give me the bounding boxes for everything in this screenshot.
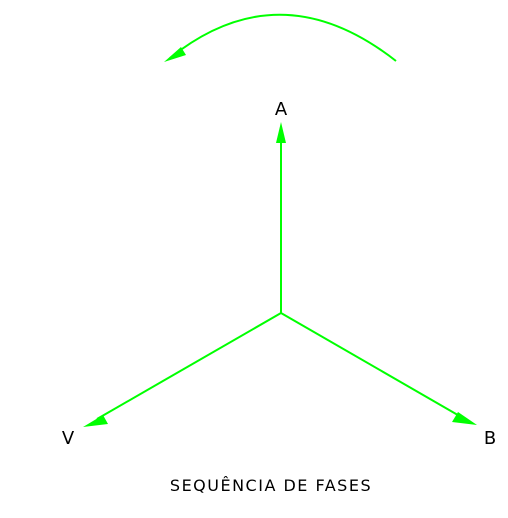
arrowhead-b [452,412,477,425]
phase-label-b: B [484,428,496,449]
rotation-arrowhead [164,47,186,62]
phase-label-v: V [62,428,75,449]
phase-vector-v [83,312,282,427]
vector-line-b [280,312,464,419]
arrowhead-a [276,122,286,143]
phase-vector-a [276,122,286,313]
vector-line-v [96,312,282,420]
diagram-caption: SEQUÊNCIA DE FASES [170,476,372,495]
arrowhead-v [83,415,108,427]
phase-vector-b [280,312,477,425]
rotation-arrow [164,13,397,62]
phase-label-a: A [275,99,288,120]
rotation-arc [169,13,397,62]
